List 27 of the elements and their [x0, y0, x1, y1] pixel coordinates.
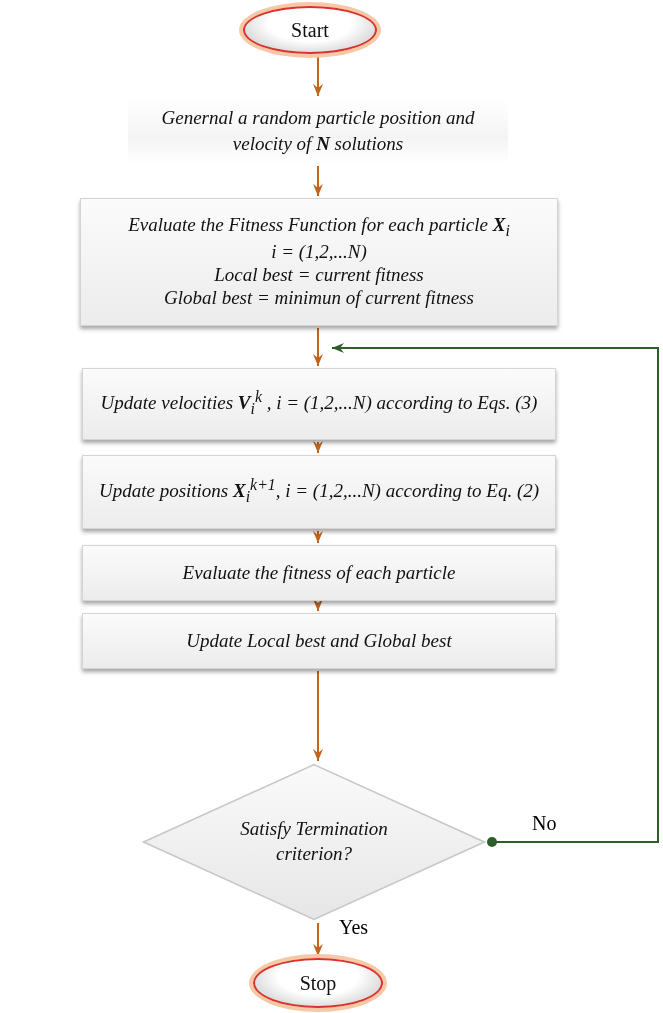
feedback-arrow	[331, 343, 659, 843]
step-text: Evaluate the fitness of each particle	[181, 561, 457, 585]
step-text: Local best = current fitness	[213, 264, 425, 287]
step-text: Genernal a random particle position and velocity of N solutions	[160, 106, 476, 156]
flow-arrow	[313, 670, 323, 762]
flow-arrow	[313, 165, 323, 197]
terminal-label: Stop	[299, 971, 337, 995]
process-box	[82, 368, 556, 440]
flow-arrow	[313, 55, 323, 97]
process-box	[82, 545, 556, 601]
flow-arrow	[313, 922, 323, 957]
process-box	[82, 455, 556, 529]
step-text: Update positions X$_{i}$$^{k+1}$, i = (1,2,...N) according to Eq. (2)	[97, 476, 541, 508]
step-text: Evaluate the Fitness Function for each particle X$_{i}$	[127, 214, 511, 242]
process-box	[80, 198, 558, 326]
step-text: Global best = minimun of current fitness	[163, 286, 475, 310]
step-text: Satisfy Termination criterion?	[239, 817, 389, 866]
decision-diamond	[140, 763, 488, 921]
step-text: Update velocities V$_{i}$$^{k}$ , i = (1,2,...N) according to Eqs. (3)	[99, 388, 539, 420]
step-text: Update Local best and Global best	[185, 629, 453, 653]
process-box	[82, 613, 556, 669]
flow-arrow	[313, 530, 323, 544]
step-text: i = (1,2,...N)	[270, 241, 368, 264]
terminal-label: Start	[291, 18, 329, 42]
flow-arrow	[313, 599, 323, 612]
flow-arrow	[313, 441, 323, 454]
flow-arrow	[313, 327, 323, 367]
